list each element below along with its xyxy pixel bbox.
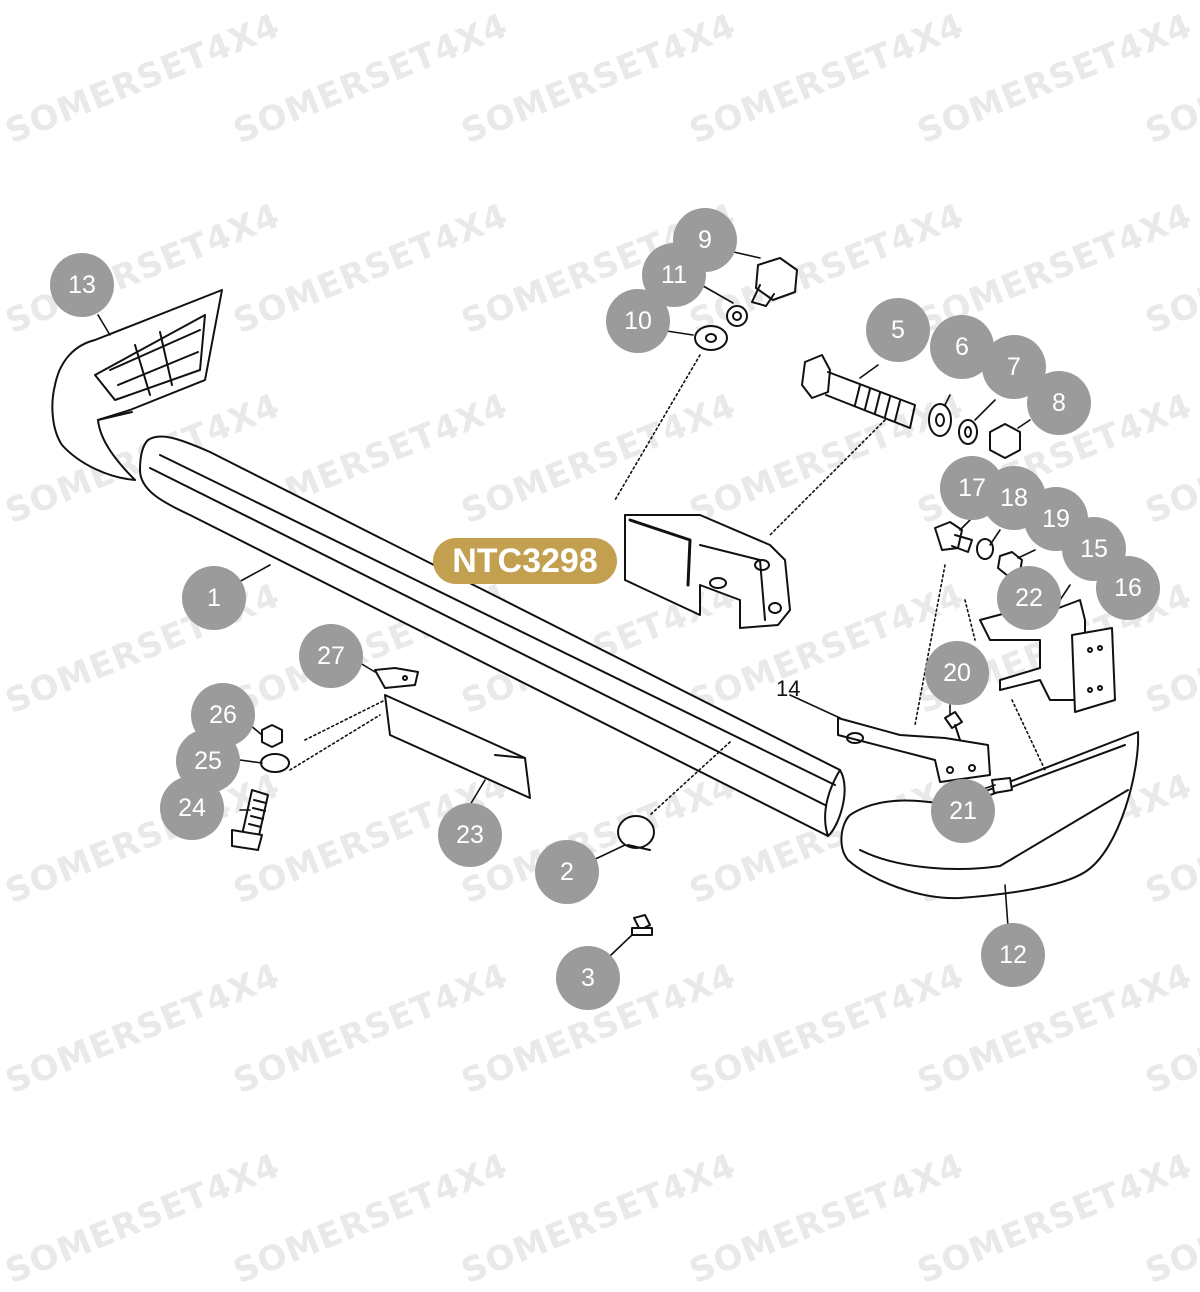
- callout-1: 1: [182, 566, 246, 630]
- callout-21: 21: [931, 779, 995, 843]
- callout-27: 27: [299, 624, 363, 688]
- callout-12: 12: [981, 923, 1045, 987]
- callout-10: 10: [606, 289, 670, 353]
- bolt-and-nut-set: [801, 354, 1021, 459]
- side-bracket: [979, 599, 1116, 713]
- small-bolt-set: [694, 257, 798, 351]
- callout-8: 8: [1027, 371, 1091, 435]
- bracket-14: [837, 711, 1013, 794]
- callout-14: 14: [776, 676, 801, 701]
- number-plate-bracket: [374, 667, 531, 799]
- callout-19: 19: [1024, 487, 1088, 551]
- left-end-cap: [51, 289, 223, 481]
- callout-13: 13: [50, 253, 114, 317]
- bumper-bar: [139, 435, 846, 837]
- callout-22: 22: [997, 566, 1061, 630]
- callout-23: 23: [438, 803, 502, 867]
- lower-fixings: [231, 724, 290, 851]
- right-fixings: [934, 521, 1023, 577]
- callout-5: 5: [866, 298, 930, 362]
- callout-2: 2: [535, 840, 599, 904]
- mounting-bracket: [624, 514, 791, 629]
- part-number-badge: NTC3298: [433, 538, 617, 584]
- assembly-guides: [289, 354, 1046, 816]
- callout-20: 20: [925, 641, 989, 705]
- callout-3: 3: [556, 946, 620, 1010]
- callout-16: 16: [1096, 556, 1160, 620]
- callout-6: 6: [930, 315, 994, 379]
- callout-26: 26: [191, 683, 255, 747]
- callout-11: 11: [642, 243, 706, 307]
- plug-and-screw: [617, 815, 655, 936]
